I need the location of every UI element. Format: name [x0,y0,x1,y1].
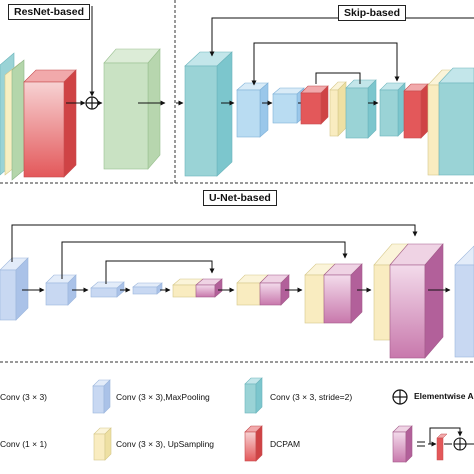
legend-label-conv-upsample: Conv (3 × 3), UpSampling [116,439,215,449]
resnet-conv-block [103,48,161,170]
legend-composite-swatch [392,425,413,463]
legend-add-icon [392,389,408,405]
legend-composite-expansion [428,427,474,461]
legend-swatch-conv-maxpool [92,379,111,414]
skip-small-block [272,87,305,124]
elementwise-add-icon [85,96,99,110]
unet-composite-block-1 [195,278,223,298]
skip-dcpam-block [300,85,329,125]
skip-upsample-block [329,81,347,137]
unet-output-block [454,245,474,358]
resnet-red-block [23,69,77,178]
unet-upsample-block-2 [236,274,269,306]
legend-label-conv-stride: Conv (3 × 3, stride=2) [270,392,353,402]
legend-swatch-conv-stride [244,377,263,414]
skip-stride-block-mid [345,79,377,139]
skip-dcpam-block-2 [403,83,429,139]
unet-section [0,224,474,359]
legend [92,377,474,463]
unet-maxpool-block-1 [45,274,77,306]
unet-input-block [0,257,29,321]
legend-label-conv-maxpool: Conv (3 × 3),MaxPooling [116,392,210,402]
resnet-section-title: ResNet-based [8,4,91,20]
legend-label-conv1: Conv (1 × 1) [0,439,48,449]
unet-composite-block-4 [389,243,444,359]
skip-section-title: Skip-based [338,5,407,21]
legend-swatch-dcpam [244,425,263,462]
unet-maxpool-block-2 [90,281,125,298]
resnet-green-block [11,59,25,181]
unet-composite-block-2 [259,274,290,306]
legend-label-dcpam: DCPAM [270,439,301,449]
skip-section [176,17,474,177]
skip-stride-block-final [438,67,474,176]
unet-maxpool-block-3 [132,282,163,295]
legend-equals-icon [417,441,425,447]
skip-stride-block-large [184,51,233,177]
skip-maxpool-block [236,82,269,138]
skip-stride-block-small [379,82,406,137]
unet-composite-block-3 [323,263,363,324]
legend-label-conv3: Conv (3 × 3) [0,392,48,402]
unet-upsample-block-1 [172,278,204,298]
unet-section-title: U-Net-based [203,190,277,206]
resnet-section [0,6,166,181]
legend-swatch-conv-upsample [93,427,112,461]
section-frames [0,0,474,363]
legend-label-elementwise-add: Elementwise Add [414,391,474,401]
unet-upsample-block-4 [373,243,409,341]
